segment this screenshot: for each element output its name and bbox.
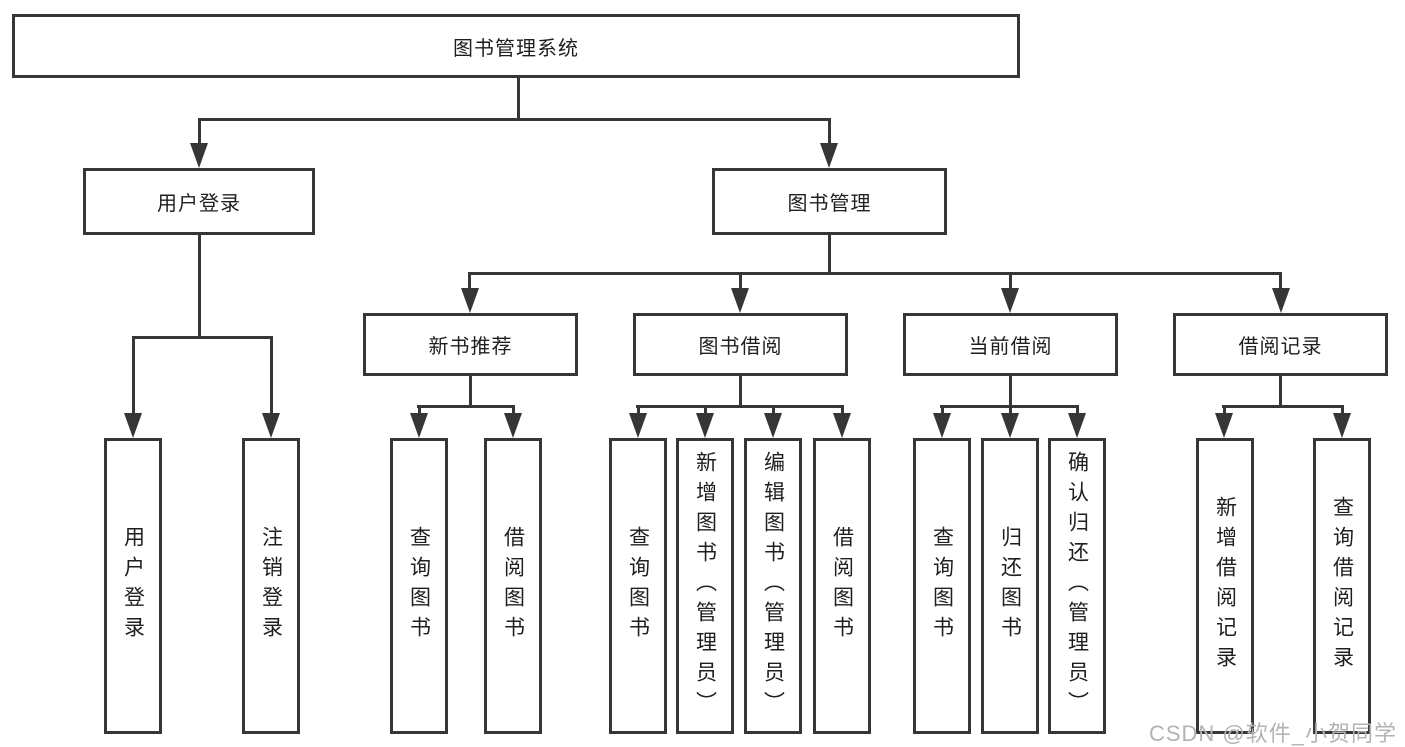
connector-line: [1223, 407, 1226, 414]
connector-line: [132, 336, 273, 339]
arrow-down-icon: [764, 413, 782, 438]
leaf-return-books: 归还图书: [981, 438, 1039, 734]
connector-line: [1009, 376, 1012, 407]
connector-line: [1279, 274, 1282, 289]
arrow-down-icon: [833, 413, 851, 438]
connector-line: [704, 407, 707, 414]
arrow-down-icon: [461, 288, 479, 313]
connector-line: [637, 407, 640, 414]
node-label: 用户登录: [121, 526, 145, 646]
node-label: 查询图书: [407, 526, 431, 646]
node-user-login: 用户登录: [83, 168, 315, 235]
arrow-down-icon: [1068, 413, 1086, 438]
leaf-query-books-recommend: 查询图书: [390, 438, 448, 734]
connector-line: [636, 405, 844, 408]
leaf-edit-books-admin: 编辑图书（管理员）: [744, 438, 802, 734]
connector-line: [739, 376, 742, 407]
connector-line: [468, 274, 471, 289]
connector-line: [1222, 405, 1344, 408]
leaf-add-borrow-record: 新增借阅记录: [1196, 438, 1254, 734]
leaf-query-books-current: 查询图书: [913, 438, 971, 734]
node-label: 借阅图书: [501, 526, 525, 646]
connector-line: [468, 272, 1282, 275]
connector-line: [772, 407, 775, 414]
node-label: 借阅记录: [1238, 336, 1323, 358]
arrow-down-icon: [410, 413, 428, 438]
connector-line: [1009, 407, 1012, 414]
connector-line: [1009, 274, 1012, 289]
node-label: 编辑图书（管理员）: [761, 451, 785, 721]
arrow-down-icon: [629, 413, 647, 438]
connector-line: [270, 338, 273, 414]
connector-line: [1076, 407, 1079, 414]
leaf-borrow-books-recommend: 借阅图书: [484, 438, 542, 734]
node-label: 新书推荐: [428, 336, 513, 358]
connector-line: [198, 235, 201, 338]
arrow-down-icon: [190, 143, 208, 168]
arrow-down-icon: [1215, 413, 1233, 438]
node-label: 新增借阅记录: [1213, 496, 1237, 676]
leaf-add-books-admin: 新增图书（管理员）: [676, 438, 734, 734]
connector-line: [739, 274, 742, 289]
arrow-down-icon: [696, 413, 714, 438]
connector-line: [469, 376, 472, 407]
arrow-down-icon: [1272, 288, 1290, 313]
node-label: 用户登录: [157, 193, 241, 215]
leaf-confirm-return-admin: 确认归还（管理员）: [1048, 438, 1106, 734]
leaf-borrow-books: 借阅图书: [813, 438, 871, 734]
connector-line: [198, 118, 831, 121]
node-current-borrow: 当前借阅: [903, 313, 1118, 376]
leaf-user-login: 用户登录: [104, 438, 162, 734]
connector-line: [940, 405, 1079, 408]
node-label: 借阅图书: [830, 526, 854, 646]
connector-line: [517, 78, 520, 121]
csdn-watermark: CSDN @软件_小贺同学: [1148, 721, 1397, 746]
node-label: 当前借阅: [968, 336, 1053, 358]
leaf-query-borrow-record: 查询借阅记录: [1313, 438, 1371, 734]
connector-line: [1279, 376, 1282, 407]
connector-line: [828, 235, 831, 274]
node-label: 图书借阅: [698, 336, 783, 358]
node-label: 归还图书: [998, 526, 1022, 646]
node-label: 图书管理: [787, 193, 872, 215]
arrow-down-icon: [820, 143, 838, 168]
arrow-down-icon: [1333, 413, 1351, 438]
arrow-down-icon: [731, 288, 749, 313]
node-label: 注销登录: [259, 526, 283, 646]
leaf-query-books-borrow: 查询图书: [609, 438, 667, 734]
node-label: 确认归还（管理员）: [1065, 451, 1089, 721]
node-new-book-recommend: 新书推荐: [363, 313, 578, 376]
arrow-down-icon: [262, 413, 280, 438]
connector-line: [198, 120, 201, 144]
connector-line: [941, 407, 944, 414]
connector-line: [512, 407, 515, 414]
connector-line: [417, 405, 515, 408]
node-borrow-records: 借阅记录: [1173, 313, 1388, 376]
node-label: 查询图书: [626, 526, 650, 646]
node-label: 查询借阅记录: [1330, 496, 1354, 676]
node-label: 查询图书: [930, 526, 954, 646]
node-book-borrow: 图书借阅: [633, 313, 848, 376]
arrow-down-icon: [933, 413, 951, 438]
node-book-management: 图书管理: [712, 168, 947, 235]
connector-line: [132, 338, 135, 414]
connector-line: [1341, 407, 1344, 414]
connector-line: [841, 407, 844, 414]
arrow-down-icon: [1001, 413, 1019, 438]
node-label: 新增图书（管理员）: [693, 451, 717, 721]
arrow-down-icon: [1001, 288, 1019, 313]
arrow-down-icon: [124, 413, 142, 438]
connector-line: [828, 120, 831, 144]
node-label: 图书管理系统: [453, 37, 579, 60]
leaf-logout: 注销登录: [242, 438, 300, 734]
connector-line: [418, 407, 421, 414]
node-library-management-system: 图书管理系统: [12, 14, 1020, 78]
arrow-down-icon: [504, 413, 522, 438]
